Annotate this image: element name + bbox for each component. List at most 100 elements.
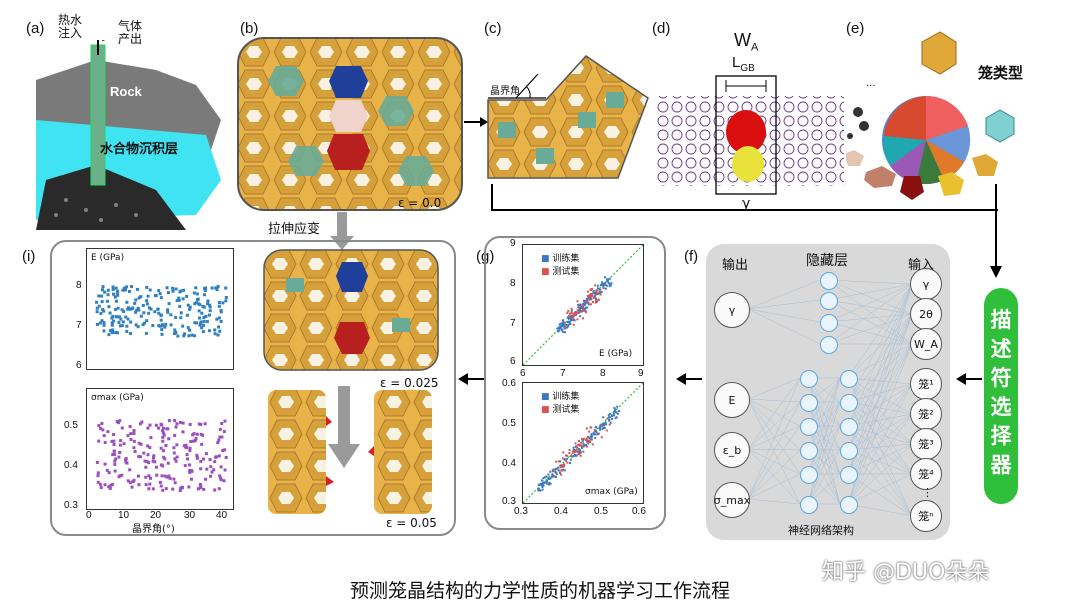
i-top-ytick: 8 — [76, 280, 82, 291]
i-top-ytick: 6 — [76, 360, 82, 371]
scatter-point — [180, 485, 184, 489]
scatter-point — [146, 426, 150, 430]
strained-structure-025 — [263, 249, 439, 371]
scatter-point — [161, 488, 165, 492]
scatter-point — [559, 322, 562, 325]
scatter-point — [572, 449, 575, 452]
scatter-point — [174, 331, 178, 335]
scatter-point — [586, 301, 589, 304]
scatter-point — [161, 431, 165, 435]
scatter-point — [174, 425, 178, 429]
scatter-point — [149, 476, 153, 480]
scatter-point — [158, 480, 162, 484]
scatter-point — [195, 456, 199, 460]
scatter-point — [132, 432, 136, 436]
scatter-point — [138, 455, 142, 459]
scatter-point — [168, 476, 172, 480]
scatter-point — [580, 441, 583, 444]
output-node-gamma: γ — [714, 292, 750, 328]
scatter-point — [549, 477, 552, 480]
scatter-point — [590, 426, 593, 429]
scatter-point — [592, 431, 595, 434]
strain-025: ε = 0.025 — [380, 376, 439, 390]
scatter-point — [95, 322, 99, 326]
scatter-point — [537, 488, 540, 491]
scatter-point — [539, 482, 542, 485]
scatter-point — [597, 292, 600, 295]
scatter-point — [608, 412, 611, 415]
scatter-point — [217, 438, 221, 442]
scatter-point — [197, 309, 201, 313]
scatter-point — [110, 482, 114, 486]
scatter-point — [97, 439, 101, 443]
hidden-node — [820, 314, 838, 332]
scatter-point — [563, 327, 566, 330]
scatter-point — [129, 437, 133, 441]
scatter-point — [566, 320, 569, 323]
scatter-point — [151, 456, 155, 460]
scatter-point — [581, 439, 584, 442]
tensile-strain-label: 拉伸应变 — [268, 222, 321, 237]
i-bottom-ytick: 0.4 — [64, 460, 78, 471]
scatter-point — [574, 442, 577, 445]
scatter-point — [562, 330, 565, 333]
scatter-point — [562, 321, 565, 324]
scatter-point — [119, 317, 123, 321]
scatter-point — [550, 476, 553, 479]
scatter-point — [175, 422, 179, 426]
scatter-point — [585, 445, 588, 448]
g-top-ytick: 8 — [510, 278, 516, 289]
scatter-point — [579, 454, 582, 457]
i-bottom-axes: σmax (GPa) — [86, 388, 234, 510]
scatter-point — [589, 296, 592, 299]
scatter-point — [554, 470, 557, 473]
scatter-point — [580, 445, 583, 448]
scatter-point — [151, 324, 155, 328]
scatter-point — [188, 446, 192, 450]
scatter-point — [586, 290, 589, 293]
scatter-point — [578, 451, 581, 454]
scatter-point — [120, 426, 124, 430]
panel-b-label: (b) — [240, 20, 259, 37]
scatter-point — [557, 329, 560, 332]
scatter-point — [95, 460, 99, 464]
scatter-point — [562, 464, 565, 467]
scatter-point — [103, 290, 107, 294]
scatter-point — [602, 424, 605, 427]
scatter-point — [155, 473, 159, 477]
scatter-point — [569, 317, 572, 320]
scatter-point — [551, 473, 554, 476]
descriptor-selector-bar — [984, 288, 1018, 504]
scatter-point — [579, 444, 582, 447]
scatter-point — [569, 461, 572, 464]
scatter-point — [559, 460, 562, 463]
grain-boundary-molecular-d — [656, 75, 844, 195]
scatter-point — [601, 283, 604, 286]
scatter-point — [583, 444, 586, 447]
scatter-point — [107, 485, 111, 489]
g-top-ytick: 6 — [510, 356, 516, 367]
scatter-point — [139, 314, 143, 318]
scatter-point — [576, 450, 579, 453]
scatter-point — [173, 457, 177, 461]
scatter-point — [560, 465, 563, 468]
scatter-point — [590, 436, 593, 439]
i-xtick: 40 — [216, 510, 228, 521]
scatter-point — [142, 311, 146, 315]
scatter-point — [596, 300, 599, 303]
scatter-point — [542, 482, 545, 485]
scatter-point — [223, 448, 227, 452]
scatter-point — [579, 451, 582, 454]
scatter-point — [156, 307, 160, 311]
scatter-point — [552, 468, 555, 471]
scatter-point — [594, 284, 597, 287]
hidden-node — [840, 442, 858, 460]
scatter-point — [209, 474, 213, 478]
scatter-point — [207, 313, 211, 317]
figure-caption: 预测笼晶结构的力学性质的机器学习工作流程 — [349, 580, 730, 602]
scatter-point — [144, 331, 148, 335]
scatter-point — [126, 317, 130, 321]
scatter-point — [582, 302, 585, 305]
scatter-point — [538, 483, 541, 486]
scatter-point — [566, 461, 569, 464]
